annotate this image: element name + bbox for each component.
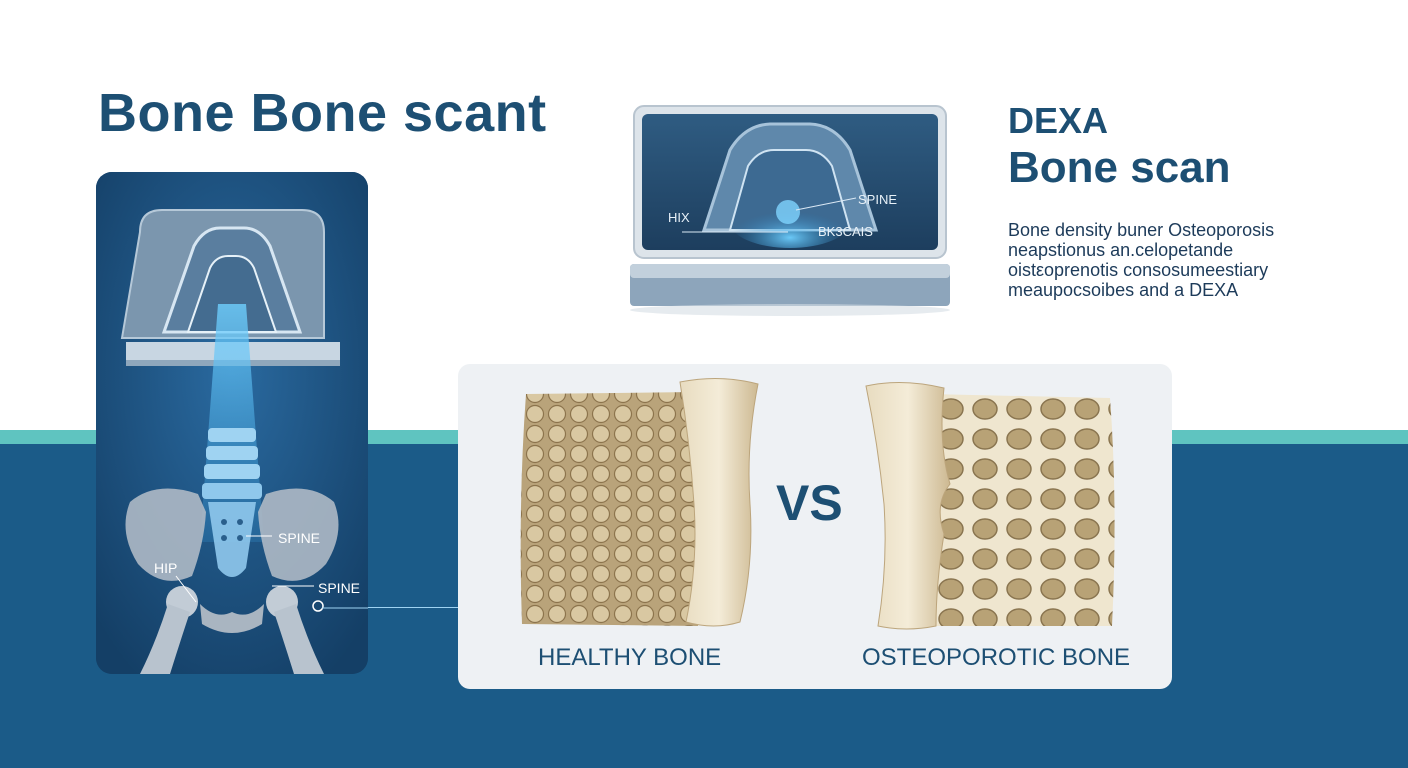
dexa-title: DEXA Bone scan xyxy=(1008,100,1231,194)
dexa-scanner-illustration: HIX SPINE BK3CAIS xyxy=(620,100,960,320)
healthy-bone-trabecular xyxy=(520,392,698,626)
healthy-bone-label: HEALTHY BONE xyxy=(538,644,722,671)
vertebra xyxy=(208,428,256,442)
scanner-label-hip: HIX xyxy=(668,210,690,225)
scanner-label-other: BK3CAIS xyxy=(818,224,873,239)
label-hip: HIP xyxy=(154,560,178,576)
description-line: neapstionus an.celopetande xyxy=(1008,240,1234,260)
vs-label: VS xyxy=(776,475,843,531)
bone-comparison-card xyxy=(458,364,1172,689)
description-line: oistεoprenotis consosumeestiary xyxy=(1008,260,1269,280)
osteoporotic-bone-label: OSTEOPOROTIC BONE xyxy=(862,644,1131,671)
connector-line xyxy=(368,607,528,608)
scanner-label-spine: SPINE xyxy=(858,192,898,207)
label-spine-lower: SPINE xyxy=(318,580,361,596)
dexa-title-line2: Bone scan xyxy=(1008,143,1231,192)
main-title: Bone Bone scant xyxy=(98,83,547,143)
description-line: Bone density buner Osteoporosis xyxy=(1008,220,1275,240)
label-spine-upper: SPINE xyxy=(278,530,321,546)
dexa-title-line1: DEXA xyxy=(1008,100,1109,141)
description-line: meaupocsoibes and a DEXA xyxy=(1008,280,1239,300)
description-text: Bone density buner Osteoporosis neapstio… xyxy=(1008,220,1338,300)
skeleton-scan-panel: SPINE HIP SPINE xyxy=(96,172,368,674)
